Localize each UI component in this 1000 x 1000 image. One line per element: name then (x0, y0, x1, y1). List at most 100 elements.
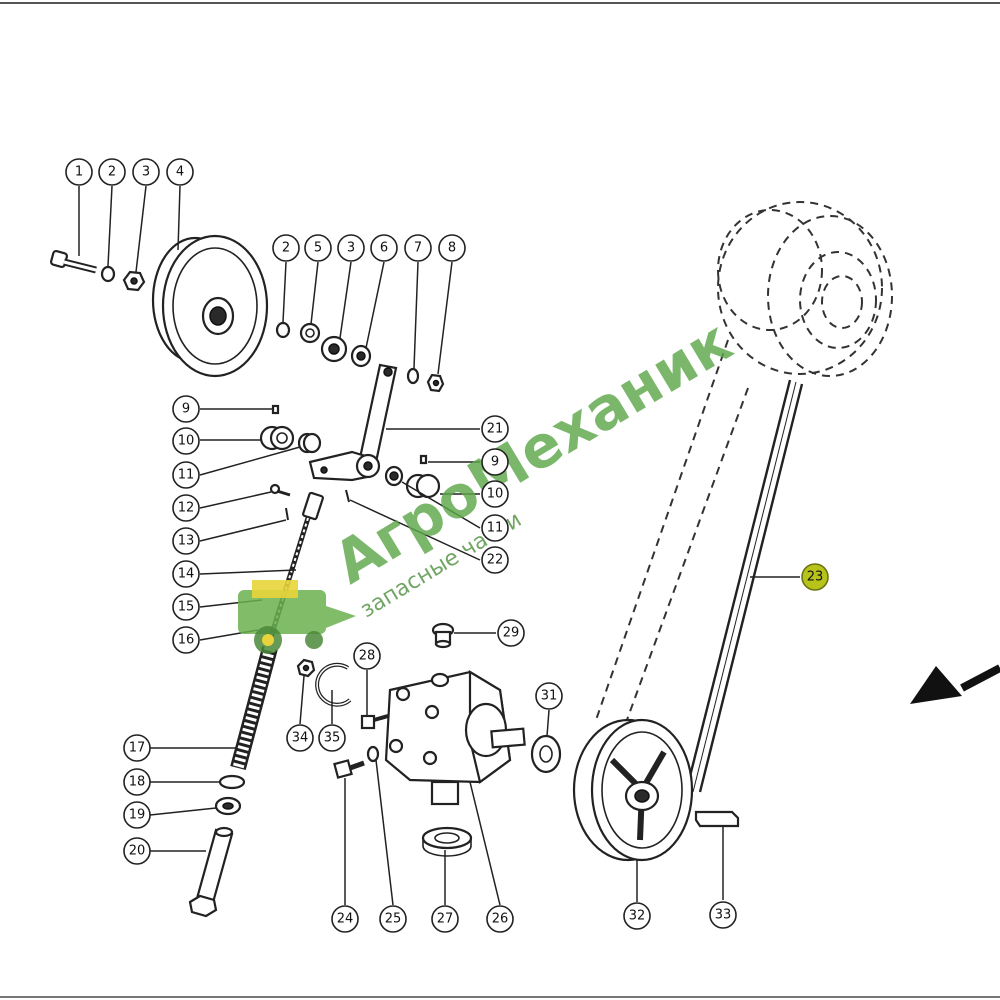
svg-text:32: 32 (629, 909, 646, 924)
svg-text:8: 8 (448, 241, 456, 256)
nut-part-19 (214, 796, 242, 816)
callout-1: 1 (65, 158, 93, 186)
svg-text:25: 25 (385, 912, 402, 927)
svg-text:2: 2 (282, 241, 290, 256)
svg-text:7: 7 (414, 241, 422, 256)
svg-text:2: 2 (108, 165, 116, 180)
svg-text:29: 29 (503, 626, 520, 641)
svg-text:19: 19 (129, 808, 146, 823)
callout-9b: 9 (481, 448, 509, 476)
callout-4: 4 (166, 158, 194, 186)
svg-text:11: 11 (487, 521, 504, 536)
bushing-part-10 (259, 425, 295, 451)
grease-nipple-part-9 (271, 404, 280, 415)
callout-18: 18 (123, 768, 151, 796)
callout-29: 29 (497, 619, 525, 647)
callout-8: 8 (438, 234, 466, 262)
nut-part-34 (296, 658, 316, 678)
svg-text:26: 26 (492, 912, 509, 927)
svg-text:6: 6 (380, 241, 388, 256)
svg-text:14: 14 (178, 567, 195, 582)
callout-24: 24 (331, 905, 359, 933)
svg-text:10: 10 (487, 487, 504, 502)
callout-2: 2 (98, 158, 126, 186)
svg-text:15: 15 (178, 600, 195, 615)
callout-7: 7 (404, 234, 432, 262)
nut-part-3b (320, 335, 348, 363)
svg-text:18: 18 (129, 775, 146, 790)
callout-14: 14 (172, 560, 200, 588)
callout-3b: 3 (337, 234, 365, 262)
bushing-part-6 (350, 344, 372, 368)
svg-text:35: 35 (324, 731, 341, 746)
gearbox-part-26 (384, 670, 526, 806)
washer-part-7 (406, 367, 420, 385)
callout-27: 27 (431, 905, 459, 933)
bushing-part-10b (405, 473, 441, 499)
svg-text:10: 10 (178, 434, 195, 449)
spacer-part-5 (299, 322, 321, 344)
bushing-part-11 (297, 432, 322, 454)
svg-text:33: 33 (715, 908, 732, 923)
svg-text:9: 9 (491, 455, 499, 470)
bolt-part-12 (269, 483, 291, 497)
callout-10: 10 (172, 427, 200, 455)
gearbox-pulley-part-32 (572, 718, 694, 862)
svg-text:4: 4 (176, 165, 184, 180)
svg-text:31: 31 (541, 689, 558, 704)
callout-3: 3 (132, 158, 160, 186)
callout-5: 5 (304, 234, 332, 262)
bolt-part-1 (50, 250, 97, 274)
svg-text:11: 11 (178, 468, 195, 483)
svg-text:5: 5 (314, 241, 322, 256)
callout-26: 26 (486, 905, 514, 933)
callout-31: 31 (535, 682, 563, 710)
svg-text:3: 3 (142, 165, 150, 180)
washer-part-18 (218, 774, 246, 790)
combine-harvester-logo-icon (238, 580, 356, 654)
washer-part-2 (100, 265, 116, 283)
callout-16: 16 (172, 626, 200, 654)
pin-part-22 (345, 489, 350, 503)
svg-text:3: 3 (347, 241, 355, 256)
screw-part-28 (360, 714, 389, 730)
belt-path-dashed (595, 339, 749, 729)
callout-19: 19 (123, 801, 151, 829)
svg-text:1: 1 (75, 165, 83, 180)
sleeve-part-20 (188, 826, 234, 918)
bolt-part-24 (333, 759, 365, 779)
callout-25: 25 (379, 905, 407, 933)
svg-text:12: 12 (178, 501, 195, 516)
callout-12: 12 (172, 494, 200, 522)
drive-pulley-dashed (717, 201, 893, 377)
callout-23-highlighted: 23 (801, 563, 829, 591)
grease-nipple-part-9b (419, 454, 428, 465)
svg-text:22: 22 (487, 553, 504, 568)
svg-text:9: 9 (182, 402, 190, 417)
v-belt-part-23 (684, 379, 804, 793)
callout-35: 35 (318, 724, 346, 752)
callout-11b: 11 (481, 514, 509, 542)
callout-28: 28 (353, 642, 381, 670)
watermark-brand: АгроМеханик (322, 307, 743, 597)
svg-text:13: 13 (178, 534, 195, 549)
key-part-33 (694, 810, 740, 828)
callout-32: 32 (623, 902, 651, 930)
spring-part-17 (230, 645, 278, 771)
svg-text:20: 20 (129, 844, 146, 859)
seal-part-31 (530, 734, 562, 774)
callout-layer: 1 2 3 4 2 5 3 6 7 8 9 10 11 12 13 14 15 … (65, 158, 829, 933)
callout-6: 6 (370, 234, 398, 262)
direction-arrow-icon (910, 664, 1000, 704)
plug-part-29 (431, 622, 455, 649)
svg-text:17: 17 (129, 741, 146, 756)
callout-21: 21 (481, 415, 509, 443)
svg-text:24: 24 (337, 912, 354, 927)
callout-13: 13 (172, 527, 200, 555)
seal-part-27 (421, 826, 473, 857)
svg-text:16: 16 (178, 633, 195, 648)
leader-lines (78, 185, 800, 906)
svg-text:28: 28 (359, 649, 376, 664)
callout-10b: 10 (481, 480, 509, 508)
svg-text:27: 27 (437, 912, 454, 927)
